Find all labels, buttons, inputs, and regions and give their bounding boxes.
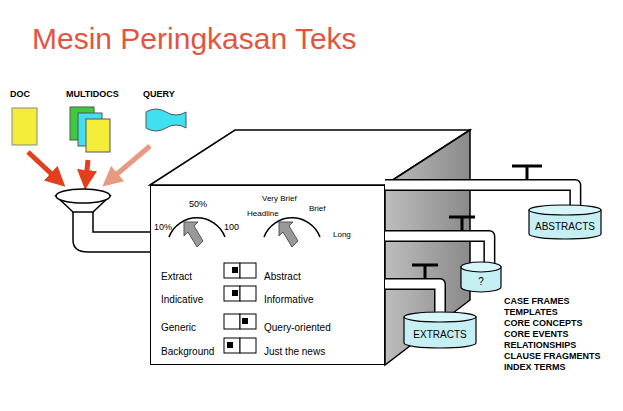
cylinder-body: ? <box>460 272 502 292</box>
cylinder-label: ? <box>478 277 484 287</box>
input-node: DOC <box>10 90 30 99</box>
panel-label: Extract <box>161 272 192 282</box>
machine-panel: 10% 50% 100 Headline Very BriefBriefLongExtr… <box>150 185 385 365</box>
panel-label: Query-oriented <box>264 323 331 333</box>
panel-label: Background <box>161 347 214 357</box>
feature-label: CASE FRAMES <box>504 297 570 306</box>
panel-label: Informative <box>264 295 313 305</box>
title: Mesin Peringkasan Teks <box>32 22 357 56</box>
panel-label: Long <box>333 231 351 239</box>
input-node: QUERY <box>143 90 175 99</box>
dial-pointer <box>184 222 203 247</box>
feature-label: CORE EVENTS <box>504 330 569 339</box>
panel-label: Generic <box>161 323 196 333</box>
input-arrow <box>28 152 58 180</box>
input-label: DOC <box>10 90 30 99</box>
panel-label: Brief <box>309 205 325 213</box>
panel-label: 50% <box>189 200 207 209</box>
cylinder-body: EXTRACTS <box>403 322 477 348</box>
cylinder-node: EXTRACTS <box>403 312 477 348</box>
feature-label: TEMPLATES <box>504 308 558 317</box>
toggle-switch <box>224 263 256 353</box>
feature-label: RELATIONSHIPS <box>504 341 576 350</box>
cylinder-body: ABSTRACTS <box>528 215 602 239</box>
panel-label: Indicative <box>161 295 203 305</box>
doc-icon <box>12 108 37 145</box>
panel-label: Headline <box>247 210 279 218</box>
panel-label: 10% <box>154 223 172 232</box>
feature-label: CLAUSE FRAGMENTS <box>504 352 601 361</box>
funnel <box>56 189 152 252</box>
toggle-knob <box>227 267 248 348</box>
feature-label: INDEX TERMS <box>504 363 566 372</box>
cylinder-node: ABSTRACTS <box>528 205 602 239</box>
feature-label: CORE CONCEPTS <box>504 319 583 328</box>
input-label: MULTIDOCS <box>66 90 119 99</box>
cylinder-label: EXTRACTS <box>413 330 466 340</box>
input-arrow <box>110 146 150 180</box>
panel-label: Abstract <box>264 272 301 282</box>
cube-side <box>385 130 470 365</box>
multidocs-icon <box>70 107 110 152</box>
dial-pointer <box>279 222 298 247</box>
panel-label: 100 <box>224 223 239 232</box>
cylinder-node: ? <box>460 262 502 292</box>
cube-front <box>150 185 385 365</box>
input-node: MULTIDOCS <box>66 90 119 99</box>
input-label: QUERY <box>143 90 175 99</box>
query-icon <box>146 109 186 131</box>
panel-label: Very Brief <box>262 195 297 203</box>
input-arrow <box>86 160 88 180</box>
cylinder-label: ABSTRACTS <box>535 222 595 232</box>
panel-label: Just the news <box>264 347 325 357</box>
